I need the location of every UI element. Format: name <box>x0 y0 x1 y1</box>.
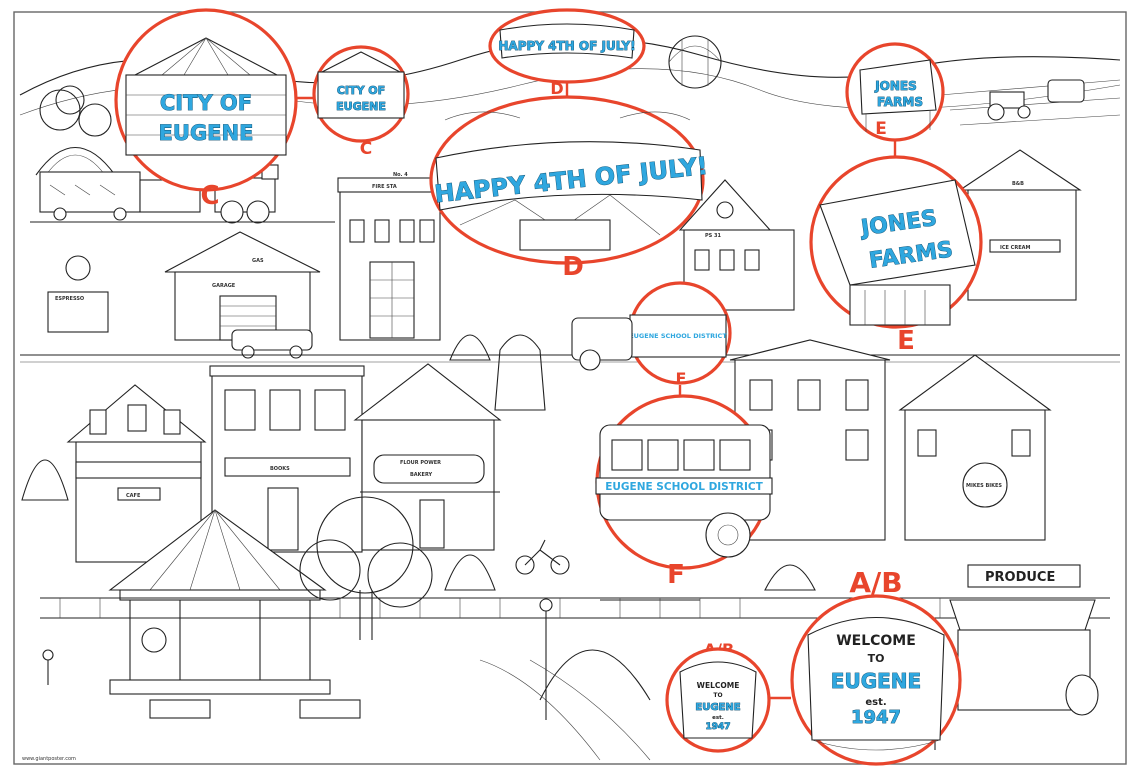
bb-house-drawing: B&B ICE CREAM <box>958 149 1082 301</box>
bikes-sign: MIKES BIKES <box>966 483 1002 489</box>
callout-e-small: JONES FARMS <box>845 42 945 142</box>
callout-f-label-small: F <box>676 369 687 388</box>
flour-power-sign: FLOUR POWER <box>400 460 441 466</box>
welcome-small-line3: EUGENE <box>695 702 740 713</box>
callout-c-small: CITY OF EUGENE <box>312 45 410 143</box>
welcome-small-est: est. <box>712 715 724 721</box>
callout-c-large: CITY OF EUGENE <box>114 8 298 192</box>
welcome-small-line1: WELCOME <box>697 681 740 690</box>
welcome-small-line2: TO <box>713 692 722 699</box>
ice-cream-sign: ICE CREAM <box>1000 245 1030 251</box>
bus-sign-large: EUGENE SCHOOL DISTRICT <box>605 481 763 493</box>
callout-ab-label-large: A/B <box>849 566 902 599</box>
books-sign: BOOKS <box>270 466 290 472</box>
city-of-eugene-sign-line1: CITY OF <box>160 91 252 115</box>
bookstore-drawing: BOOKS <box>209 365 365 553</box>
callout-ab-small: WELCOME TO EUGENE est. 1947 <box>665 647 771 753</box>
callout-e-large: JONES FARMS <box>809 155 983 329</box>
city-of-eugene-small-line1: CITY OF <box>337 84 385 97</box>
callout-f-large: EUGENE SCHOOL DISTRICT <box>595 394 773 570</box>
fire-station-sign: FIRE STA <box>372 184 397 190</box>
welcome-small-year: 1947 <box>705 722 730 732</box>
train-drawing <box>30 164 335 224</box>
callout-c-label-small: C <box>360 139 372 159</box>
callout-ab-large: WELCOME TO EUGENE est. 1947 <box>790 594 962 766</box>
callout-d-large: HAPPY 4TH OF JULY! <box>429 95 710 265</box>
cafe-sign: CAFE <box>126 493 141 499</box>
jones-farms-small-line1: JONES <box>874 79 917 93</box>
tractor-drawing <box>987 91 1031 121</box>
welcome-large-year: 1947 <box>851 707 901 728</box>
callout-f-small: EUGENE SCHOOL DISTRICT <box>628 281 732 385</box>
callout-e-label-large: E <box>897 326 915 356</box>
callout-d-label-small: D <box>550 79 563 98</box>
garage-sign: GARAGE <box>212 283 236 289</box>
callout-e-label-small: E <box>875 119 887 139</box>
city-of-eugene-sign-line2: EUGENE <box>159 121 254 145</box>
svg-text:www.giantposter.com: www.giantposter.com <box>22 756 76 762</box>
welcome-large-est: est. <box>865 697 886 708</box>
jones-farms-small-line2: FARMS <box>877 95 923 109</box>
bb-sign: B&B <box>1012 181 1024 187</box>
school-sign: PS 31 <box>705 233 721 239</box>
welcome-large-line2: TO <box>868 652 885 665</box>
produce-stand-drawing: PRODUCE <box>949 564 1099 716</box>
espresso-sign: ESPRESSO <box>55 296 84 302</box>
bakery-sign: BAKERY <box>410 472 433 478</box>
july-banner-small: HAPPY 4TH OF JULY! <box>498 39 635 53</box>
produce-sign: PRODUCE <box>985 570 1055 585</box>
gas-sign: GAS <box>252 258 264 264</box>
fire-station-number: No. 4 <box>393 172 408 178</box>
fire-station-drawing: FIRE STA No. 4 <box>337 172 443 341</box>
callout-d-label-large: D <box>562 252 584 282</box>
callout-d-small: HAPPY 4TH OF JULY! <box>488 8 646 84</box>
bakery-drawing: FLOUR POWER BAKERY <box>353 363 502 551</box>
gazebo-drawing <box>108 508 331 695</box>
callout-c-label-large: C <box>200 181 219 211</box>
bikes-house-drawing: MIKES BIKES <box>898 354 1052 541</box>
city-of-eugene-small-line2: EUGENE <box>336 100 386 113</box>
bus-sign-small: EUGENE SCHOOL DISTRICT <box>629 332 727 340</box>
welcome-large-line1: WELCOME <box>836 633 916 649</box>
welcome-large-line3: EUGENE <box>831 669 921 693</box>
callout-f-label-large: F <box>667 560 685 590</box>
